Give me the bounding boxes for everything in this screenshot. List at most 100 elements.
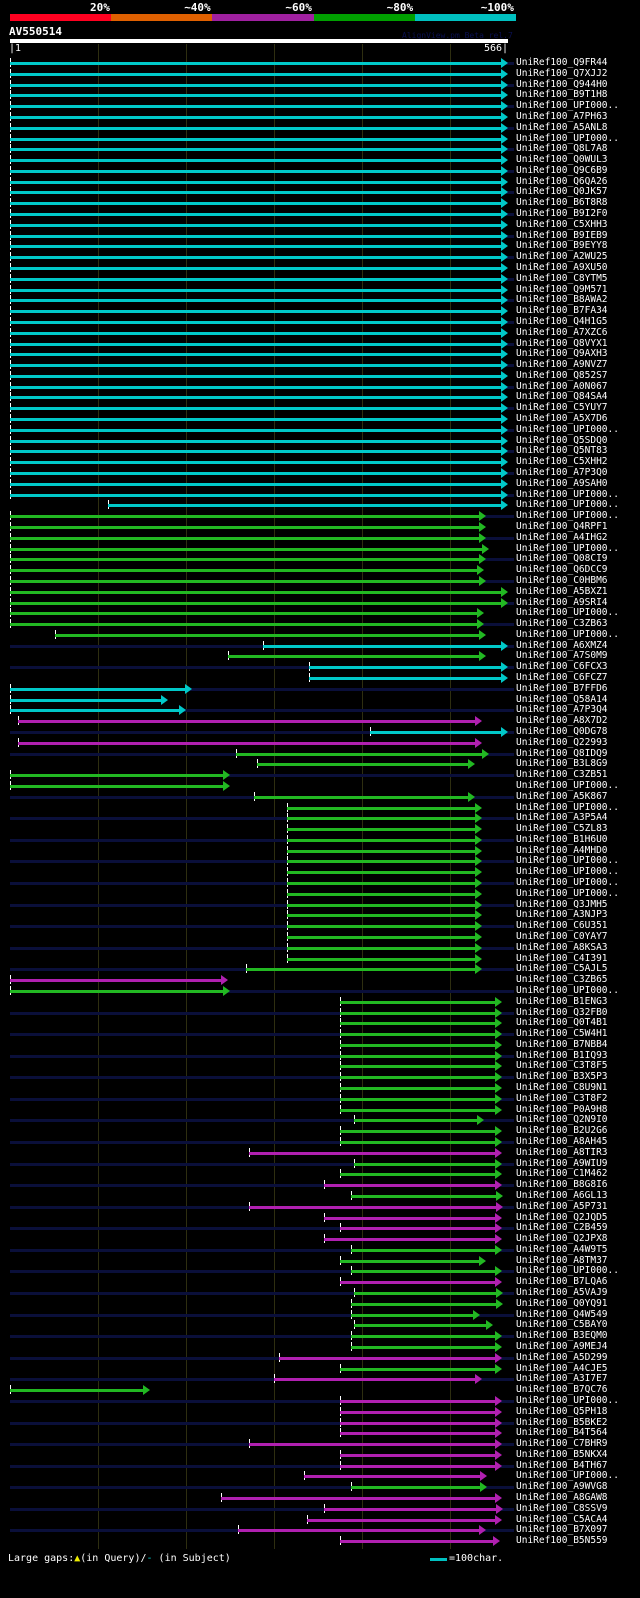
- hit-label[interactable]: UniRef100_A0N067: [516, 380, 608, 392]
- hit-label[interactable]: UniRef100_C5XHH2: [516, 456, 608, 468]
- hit-label[interactable]: UniRef100_A8KSA3: [516, 941, 608, 953]
- hit-label[interactable]: UniRef100_A8AH45: [516, 1136, 608, 1147]
- hit-label[interactable]: UniRef100_Q2JPX8: [516, 1233, 608, 1245]
- hit-label[interactable]: UniRef100_C5ZL83: [516, 823, 608, 835]
- hit-label[interactable]: UniRef100_A7P3Q0: [516, 467, 608, 479]
- hit-label[interactable]: UniRef100_B1IQ93: [516, 1049, 608, 1061]
- hit-label[interactable]: UniRef100_UPI000..: [516, 877, 619, 889]
- hit-label[interactable]: UniRef100_B7QC76: [516, 1384, 608, 1396]
- hit-label[interactable]: UniRef100_UPI000..: [516, 1394, 619, 1406]
- hit-label[interactable]: UniRef100_Q7XJJ2: [516, 67, 608, 79]
- hit-label[interactable]: UniRef100_A9XU50: [516, 262, 608, 273]
- hit-label[interactable]: UniRef100_B5N559: [516, 1535, 608, 1547]
- hit-label[interactable]: UniRef100_Q6DCC9: [516, 564, 608, 576]
- hit-label[interactable]: UniRef100_C8SSV9: [516, 1502, 608, 1514]
- hit-label[interactable]: UniRef100_UPI000..: [516, 488, 619, 500]
- hit-label[interactable]: UniRef100_A5BXZ1: [516, 585, 608, 597]
- hit-label[interactable]: UniRef100_C5YUY7: [516, 402, 608, 414]
- hit-label[interactable]: UniRef100_Q5PH18: [516, 1405, 608, 1417]
- hit-label[interactable]: UniRef100_Q9FR44: [516, 57, 608, 68]
- hit-label[interactable]: UniRef100_UPI000..: [516, 100, 619, 112]
- hit-label[interactable]: UniRef100_A3P5A4: [516, 812, 608, 824]
- hit-label[interactable]: UniRef100_B9I2F0: [516, 208, 608, 220]
- hit-label[interactable]: UniRef100_Q0WUL3: [516, 154, 608, 166]
- hit-label[interactable]: UniRef100_UPI000..: [516, 499, 619, 511]
- hit-label[interactable]: UniRef100_Q58A14: [516, 693, 608, 705]
- hit-label[interactable]: UniRef100_Q5NT83: [516, 445, 608, 457]
- hit-label[interactable]: UniRef100_B9IEB9: [516, 229, 608, 241]
- hit-label[interactable]: UniRef100_A5K867: [516, 790, 608, 802]
- hit-label[interactable]: UniRef100_A2WU25: [516, 251, 608, 263]
- hit-label[interactable]: UniRef100_B8AWA2: [516, 294, 608, 306]
- hit-label[interactable]: UniRef100_Q08CI9: [516, 553, 608, 565]
- hit-label[interactable]: UniRef100_Q944H0: [516, 78, 608, 90]
- hit-label[interactable]: UniRef100_Q4H1G5: [516, 315, 608, 327]
- hit-label[interactable]: UniRef100_Q9AXH3: [516, 348, 608, 360]
- hit-label[interactable]: UniRef100_A5VAJ9: [516, 1287, 608, 1299]
- hit-label[interactable]: UniRef100_B4T564: [516, 1427, 608, 1439]
- hit-label[interactable]: UniRef100_Q9C6B9: [516, 164, 608, 176]
- hit-label[interactable]: UniRef100_C3ZB51: [516, 769, 608, 781]
- hit-label[interactable]: UniRef100_B3EQM0: [516, 1330, 608, 1342]
- hit-label[interactable]: UniRef100_B9T1H8: [516, 89, 608, 101]
- hit-label[interactable]: UniRef100_Q8IDQ9: [516, 747, 608, 759]
- hit-label[interactable]: UniRef100_B2U2G6: [516, 1125, 608, 1137]
- hit-label[interactable]: UniRef100_Q3JMH5: [516, 898, 608, 910]
- hit-label[interactable]: UniRef100_A3NJP3: [516, 909, 608, 921]
- hit-label[interactable]: UniRef100_C3ZB63: [516, 618, 608, 630]
- hit-label[interactable]: UniRef100_C0HBM6: [516, 574, 608, 586]
- hit-label[interactable]: UniRef100_Q0DG78: [516, 725, 608, 737]
- hit-label[interactable]: UniRef100_Q0YQ91: [516, 1297, 608, 1309]
- hit-label[interactable]: UniRef100_Q9M571: [516, 283, 608, 295]
- hit-label[interactable]: UniRef100_UPI000..: [516, 132, 619, 144]
- hit-label[interactable]: UniRef100_B7LQA6: [516, 1276, 608, 1288]
- hit-label[interactable]: UniRef100_UPI000..: [516, 1265, 619, 1277]
- hit-label[interactable]: UniRef100_B9EYY8: [516, 240, 608, 252]
- hit-label[interactable]: UniRef100_C8YTM5: [516, 272, 608, 284]
- hit-label[interactable]: UniRef100_Q5SDQ0: [516, 434, 608, 446]
- hit-label[interactable]: UniRef100_UPI000..: [516, 628, 619, 640]
- hit-label[interactable]: UniRef100_A4CJE5: [516, 1362, 608, 1374]
- hit-label[interactable]: UniRef100_A9SAH0: [516, 477, 608, 489]
- hit-label[interactable]: UniRef100_B7NBB4: [516, 1038, 608, 1050]
- hit-label[interactable]: UniRef100_C3T8F5: [516, 1060, 608, 1072]
- hit-label[interactable]: UniRef100_Q852S7: [516, 369, 608, 381]
- hit-label[interactable]: UniRef100_A4MHD0: [516, 844, 608, 856]
- hit-label[interactable]: UniRef100_UPI000..: [516, 542, 619, 554]
- hit-label[interactable]: UniRef100_Q32FB0: [516, 1006, 608, 1018]
- hit-label[interactable]: UniRef100_Q2N9I0: [516, 1114, 608, 1126]
- hit-label[interactable]: UniRef100_A4W9T5: [516, 1243, 608, 1255]
- hit-label[interactable]: UniRef100_Q4W549: [516, 1308, 608, 1320]
- hit-label[interactable]: UniRef100_B3X5P3: [516, 1071, 608, 1083]
- hit-label[interactable]: UniRef100_A6GL13: [516, 1189, 608, 1201]
- hit-label[interactable]: UniRef100_UPI000..: [516, 1470, 619, 1482]
- hit-label[interactable]: UniRef100_A5P731: [516, 1200, 608, 1212]
- hit-label[interactable]: UniRef100_B3L8G9: [516, 758, 608, 770]
- hit-label[interactable]: UniRef100_C6FCZ7: [516, 672, 608, 684]
- hit-label[interactable]: UniRef100_C7BHR9: [516, 1438, 608, 1450]
- hit-label[interactable]: UniRef100_A9WIU9: [516, 1157, 608, 1169]
- hit-label[interactable]: UniRef100_B7X097: [516, 1524, 608, 1536]
- hit-label[interactable]: UniRef100_UPI000..: [516, 887, 619, 899]
- hit-label[interactable]: UniRef100_A9SRI4: [516, 596, 608, 608]
- hit-label[interactable]: UniRef100_A5D299: [516, 1351, 608, 1363]
- hit-label[interactable]: UniRef100_Q84SA4: [516, 391, 608, 403]
- hit-label[interactable]: UniRef100_A7PH63: [516, 110, 608, 122]
- hit-label[interactable]: UniRef100_A8TIR3: [516, 1146, 608, 1158]
- hit-label[interactable]: UniRef100_A6XMZ4: [516, 639, 608, 651]
- hit-label[interactable]: UniRef100_C5XHH3: [516, 218, 608, 230]
- hit-label[interactable]: UniRef100_C5ACA4: [516, 1513, 608, 1525]
- hit-label[interactable]: UniRef100_C5BAY0: [516, 1319, 608, 1331]
- hit-label[interactable]: UniRef100_Q0T4B1: [516, 1017, 608, 1029]
- hit-label[interactable]: UniRef100_A8X7D2: [516, 715, 608, 727]
- hit-label[interactable]: UniRef100_A4IHG2: [516, 531, 608, 543]
- hit-label[interactable]: UniRef100_A8GAW8: [516, 1492, 608, 1504]
- hit-label[interactable]: UniRef100_B1ENG3: [516, 995, 608, 1007]
- hit-label[interactable]: UniRef100_A9MEJ4: [516, 1341, 608, 1352]
- hit-label[interactable]: UniRef100_A9WVG8: [516, 1481, 608, 1493]
- hit-label[interactable]: UniRef100_UPI000..: [516, 801, 619, 813]
- hit-label[interactable]: UniRef100_B7FFD6: [516, 682, 608, 694]
- hit-label[interactable]: UniRef100_C4I391: [516, 952, 608, 964]
- hit-label[interactable]: UniRef100_UPI000..: [516, 607, 619, 619]
- hit-label[interactable]: UniRef100_A9NVZ7: [516, 359, 608, 371]
